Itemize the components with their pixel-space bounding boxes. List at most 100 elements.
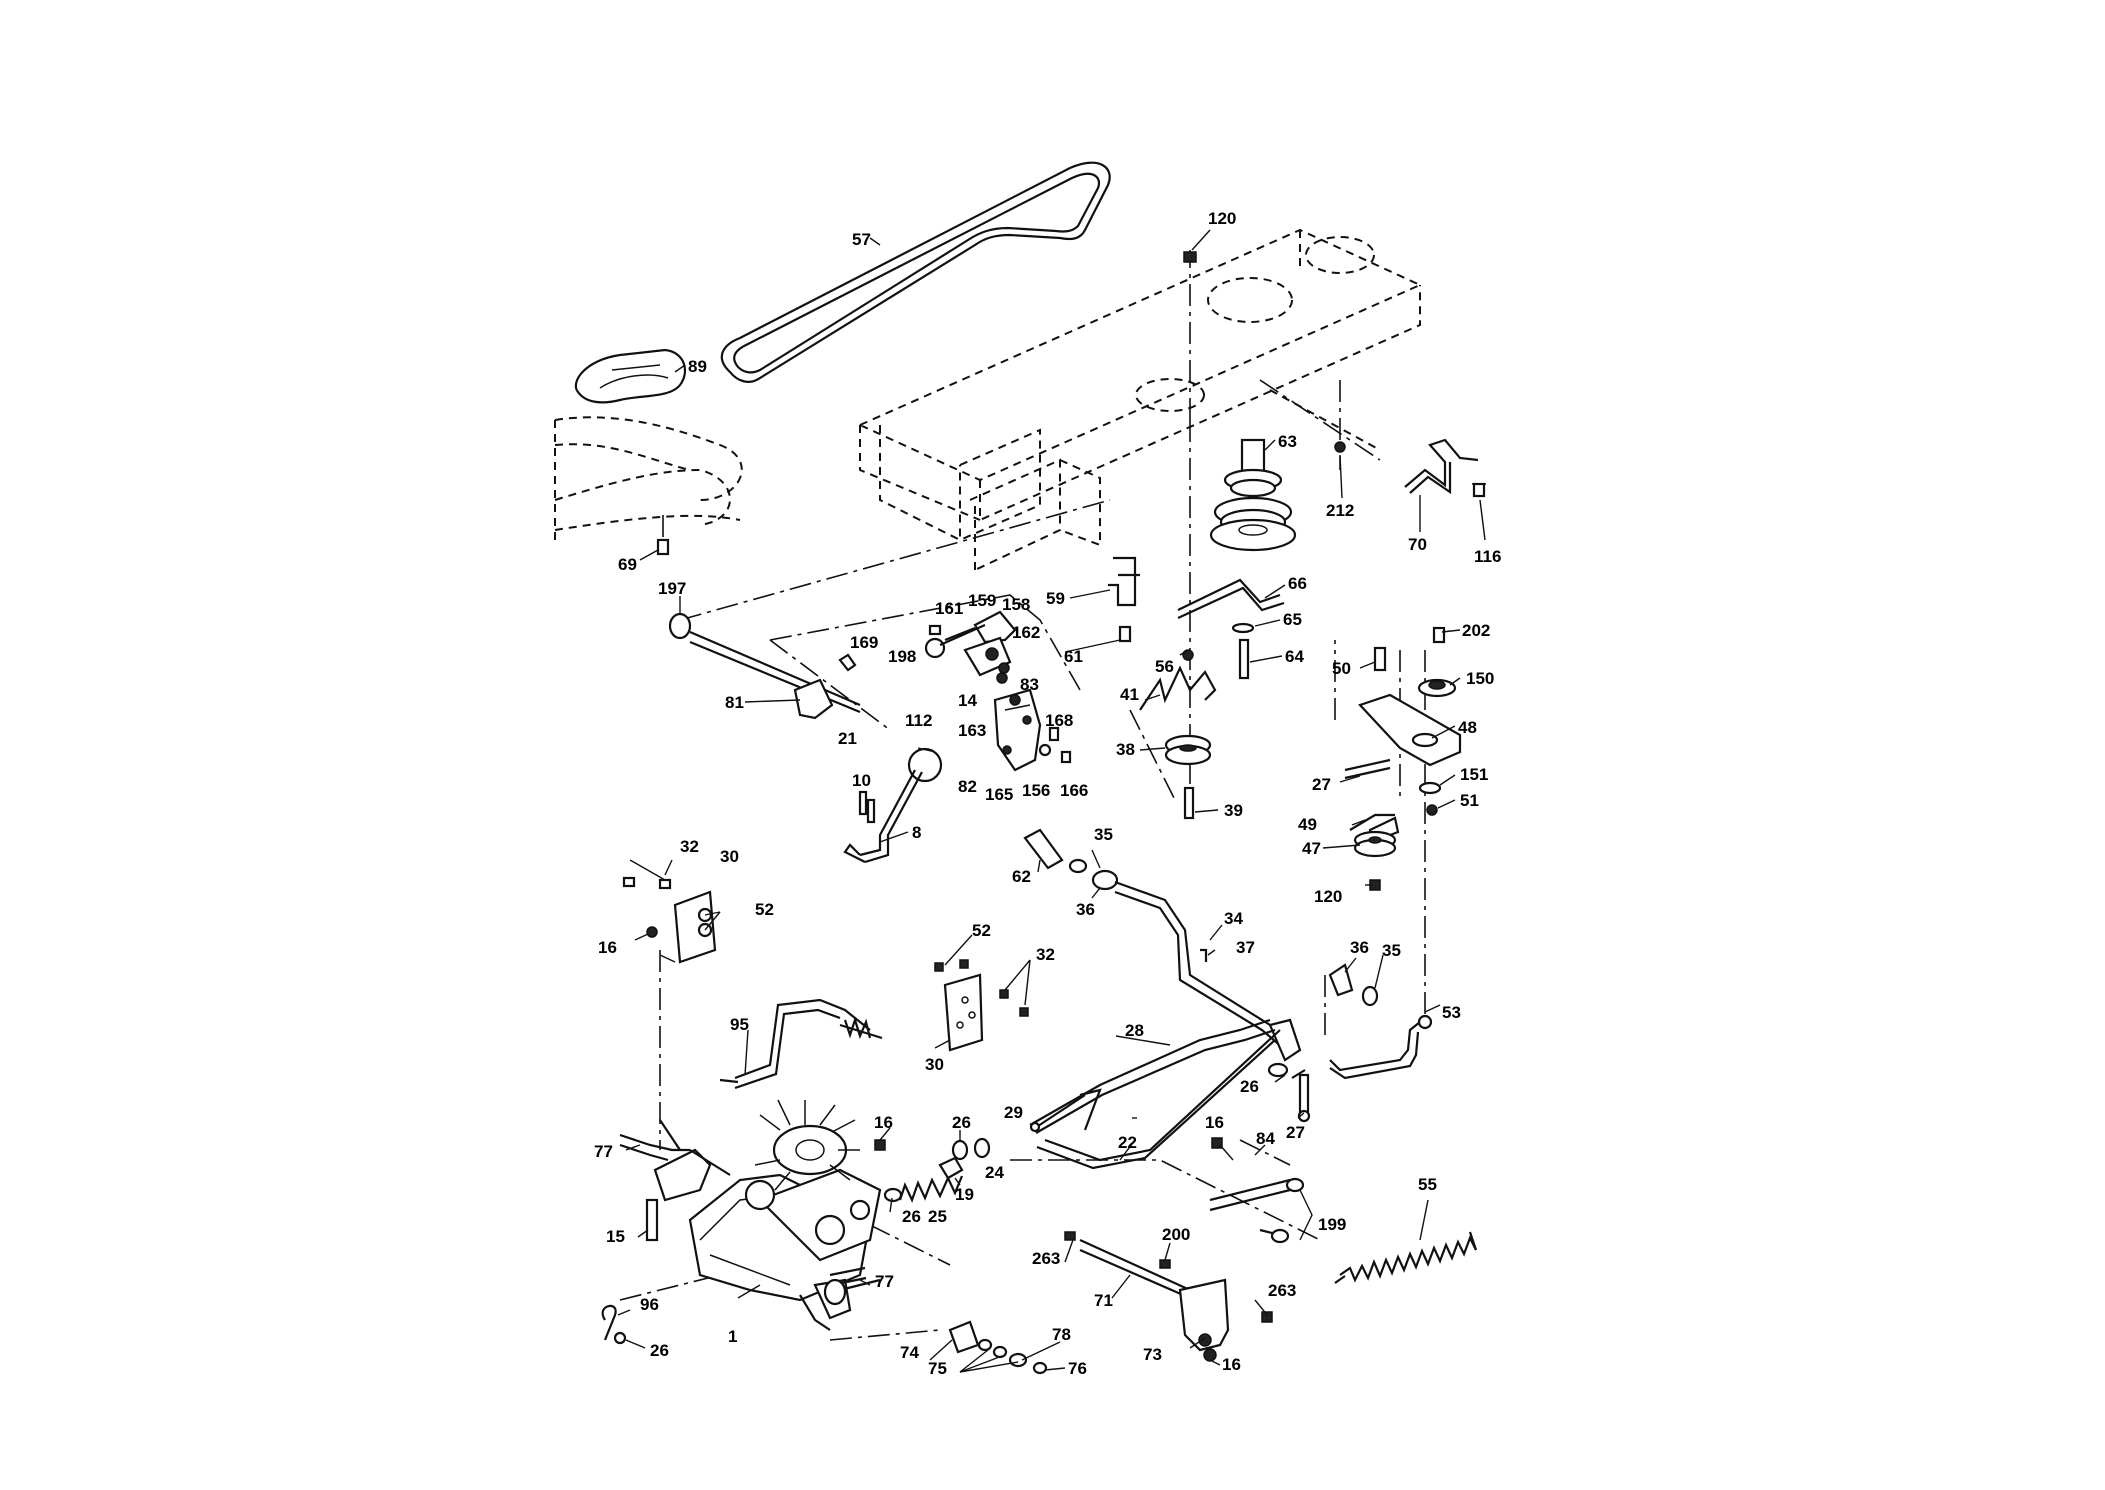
callout-75: 75 (928, 1359, 947, 1378)
bracket-165 (993, 688, 1072, 772)
callout-77: 77 (875, 1272, 894, 1291)
callout-50: 50 (1332, 659, 1351, 678)
bolt-116 (1472, 482, 1486, 498)
callout-36: 36 (1076, 900, 1095, 919)
clip-96 (601, 1304, 627, 1345)
callout-69: 69 (618, 555, 637, 574)
callout-30: 30 (720, 847, 739, 866)
callout-151: 151 (1460, 765, 1488, 784)
callout-28: 28 (1125, 1021, 1144, 1040)
callout-263: 263 (1268, 1281, 1296, 1300)
callout-202: 202 (1462, 621, 1490, 640)
bolt-39 (1183, 786, 1195, 820)
leader-lines (617, 229, 1486, 1373)
callout-labels: 57 120 89 63 212 70 116 69 197 59 66 65 … (594, 209, 1501, 1378)
callout-52: 52 (972, 921, 991, 940)
callout-16: 16 (1205, 1113, 1224, 1132)
nut-212 (1334, 441, 1346, 453)
callout-16: 16 (1222, 1355, 1241, 1374)
callout-89: 89 (688, 357, 707, 376)
callout-53: 53 (1442, 1003, 1461, 1022)
callout-8: 8 (912, 823, 921, 842)
shaft-81 (668, 612, 861, 720)
nut-120-top (1183, 251, 1197, 263)
callout-26: 26 (952, 1113, 971, 1132)
pulley-63 (1209, 438, 1297, 552)
rod-53 (1328, 963, 1433, 1080)
callout-156: 156 (1022, 781, 1050, 800)
callout-120: 120 (1208, 209, 1236, 228)
assembly-guides (619, 250, 1426, 1341)
rear-body-outline (554, 416, 743, 545)
callout-161: 161 (935, 599, 963, 618)
callout-116: 116 (1474, 547, 1501, 566)
rod-28 (1029, 1018, 1281, 1170)
callout-74: 74 (900, 1343, 919, 1362)
nut-16-upper (874, 1139, 886, 1151)
callout-30: 30 (925, 1055, 944, 1074)
callout-165: 165 (985, 785, 1013, 804)
callout-95: 95 (730, 1015, 749, 1034)
callout-16: 16 (598, 938, 617, 957)
callout-29: 29 (1004, 1103, 1023, 1122)
clip-169 (838, 653, 857, 672)
callout-48: 48 (1458, 718, 1477, 737)
callout-168: 168 (1045, 711, 1073, 730)
callout-24: 24 (985, 1163, 1004, 1182)
callout-112: 112 (905, 711, 932, 730)
callout-27: 27 (1312, 775, 1331, 794)
drive-belt (720, 161, 1111, 383)
spacer-74 (948, 1320, 1048, 1375)
callout-71: 71 (1094, 1291, 1113, 1310)
callout-35: 35 (1382, 941, 1401, 960)
bolt-64 (1238, 638, 1250, 680)
callout-158: 158 (1002, 595, 1030, 614)
callout-25: 25 (928, 1207, 947, 1226)
callout-15: 15 (606, 1227, 625, 1246)
lever-8 (843, 747, 943, 864)
callout-66: 66 (1288, 574, 1307, 593)
callout-22: 22 (1118, 1133, 1137, 1152)
pin-77-lower (823, 1278, 881, 1306)
callout-36: 36 (1350, 938, 1369, 957)
callout-150: 150 (1466, 669, 1494, 688)
callout-120: 120 (1314, 887, 1342, 906)
callout-199: 199 (1318, 1215, 1346, 1234)
bracket-59 (1108, 556, 1140, 607)
spring-41 (1139, 665, 1217, 711)
rod-71 (1064, 1231, 1273, 1362)
callout-21: 21 (838, 729, 857, 748)
nut-16-right (1211, 1137, 1223, 1149)
callout-26: 26 (1240, 1077, 1259, 1096)
callout-76: 76 (1068, 1359, 1087, 1378)
callout-56: 56 (1155, 657, 1174, 676)
bolt-27-lower (1267, 1062, 1311, 1123)
callout-27: 27 (1286, 1123, 1305, 1142)
cooling-fan (754, 1099, 860, 1191)
callout-19: 19 (955, 1185, 974, 1204)
callout-198: 198 (888, 647, 916, 666)
callout-1: 1 (728, 1327, 737, 1346)
cover-89 (574, 348, 687, 404)
callout-34: 34 (1224, 909, 1243, 928)
callout-70: 70 (1408, 535, 1427, 554)
callout-38: 38 (1116, 740, 1135, 759)
transaxle-1 (619, 1099, 882, 1331)
clutch-rod-34 (1023, 828, 1302, 1062)
callout-10: 10 (852, 771, 871, 790)
link-84 (1209, 1177, 1313, 1244)
idler-bracket-48 (1344, 626, 1462, 891)
callout-159: 159 (968, 591, 996, 610)
callout-162: 162 (1012, 623, 1040, 642)
bracket-30-center (934, 959, 1029, 1052)
bolt-69 (656, 515, 670, 556)
bolt-61 (1118, 625, 1132, 643)
callout-197: 197 (658, 579, 686, 598)
callout-35: 35 (1094, 825, 1113, 844)
callout-26: 26 (902, 1207, 921, 1226)
callout-49: 49 (1298, 815, 1317, 834)
callout-78: 78 (1052, 1325, 1071, 1344)
callout-81: 81 (725, 693, 744, 712)
callout-51: 51 (1460, 791, 1479, 810)
spring-55 (1334, 1231, 1478, 1284)
